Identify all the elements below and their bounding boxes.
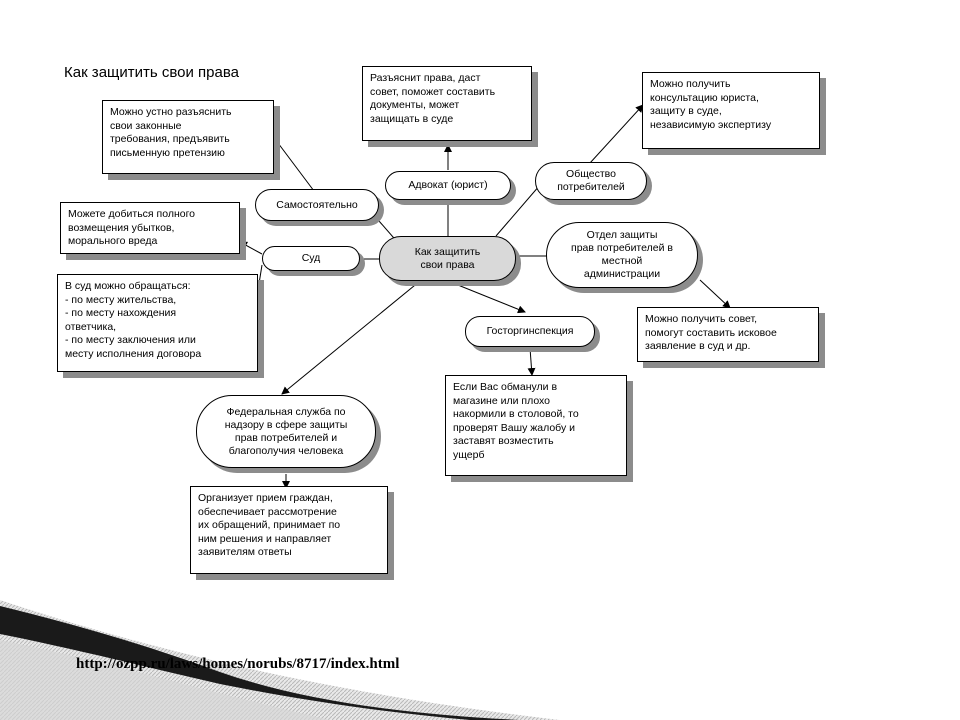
- arrow-sud-info: [239, 241, 263, 255]
- node-sud: Суд: [262, 246, 360, 271]
- node-obshchestvo: Общество потребителей: [535, 162, 647, 200]
- connectors: [239, 104, 731, 489]
- samostoyatelno-info-box: Можно устно разъяснить свои законные тре…: [102, 100, 274, 174]
- sud-where-box: В суд можно обращаться: - по месту жител…: [57, 274, 258, 372]
- otdel-info-box: Можно получить совет, помогут составить …: [637, 307, 819, 362]
- arrow-obshchestvo-info: [589, 104, 644, 164]
- arrow-sud-where: [255, 264, 264, 291]
- obshchestvo-info-box: Можно получить консультацию юриста, защи…: [642, 72, 820, 149]
- diagram-title: Как защитить свои права: [64, 64, 239, 81]
- node-advokat: Адвокат (юрист): [385, 171, 511, 200]
- node-federal: Федеральная служба по надзору в сфере за…: [196, 395, 376, 468]
- arrow-samostoyatelno-info: [271, 134, 315, 192]
- arrow-gostorg-info: [527, 347, 536, 376]
- node-center: Как защитить свои права: [379, 236, 516, 281]
- source-link[interactable]: http://ozpp.ru/laws/homes/norubs/8717/in…: [76, 656, 400, 672]
- decorative-swoosh: [0, 600, 560, 720]
- node-samostoyatelno: Самостоятельно: [255, 189, 379, 221]
- node-gostorg: Госторгинспекция: [465, 316, 595, 347]
- arrow-center-federal: [281, 280, 421, 395]
- node-otdel: Отдел защиты прав потребителей в местной…: [546, 222, 698, 288]
- sud-info-box: Можете добиться полного возмещения убытк…: [60, 202, 240, 254]
- gostorg-info-box: Если Вас обманули в магазине или плохо н…: [445, 375, 627, 476]
- connector-center-obshchestvo: [495, 184, 541, 237]
- arrow-center-gostorg: [447, 280, 526, 314]
- federal-info-box: Организует прием граждан, обеспечивает р…: [190, 486, 388, 574]
- advokat-info-box: Разъяснит права, даст совет, поможет сос…: [362, 66, 532, 141]
- arrow-otdel-info: [699, 279, 731, 309]
